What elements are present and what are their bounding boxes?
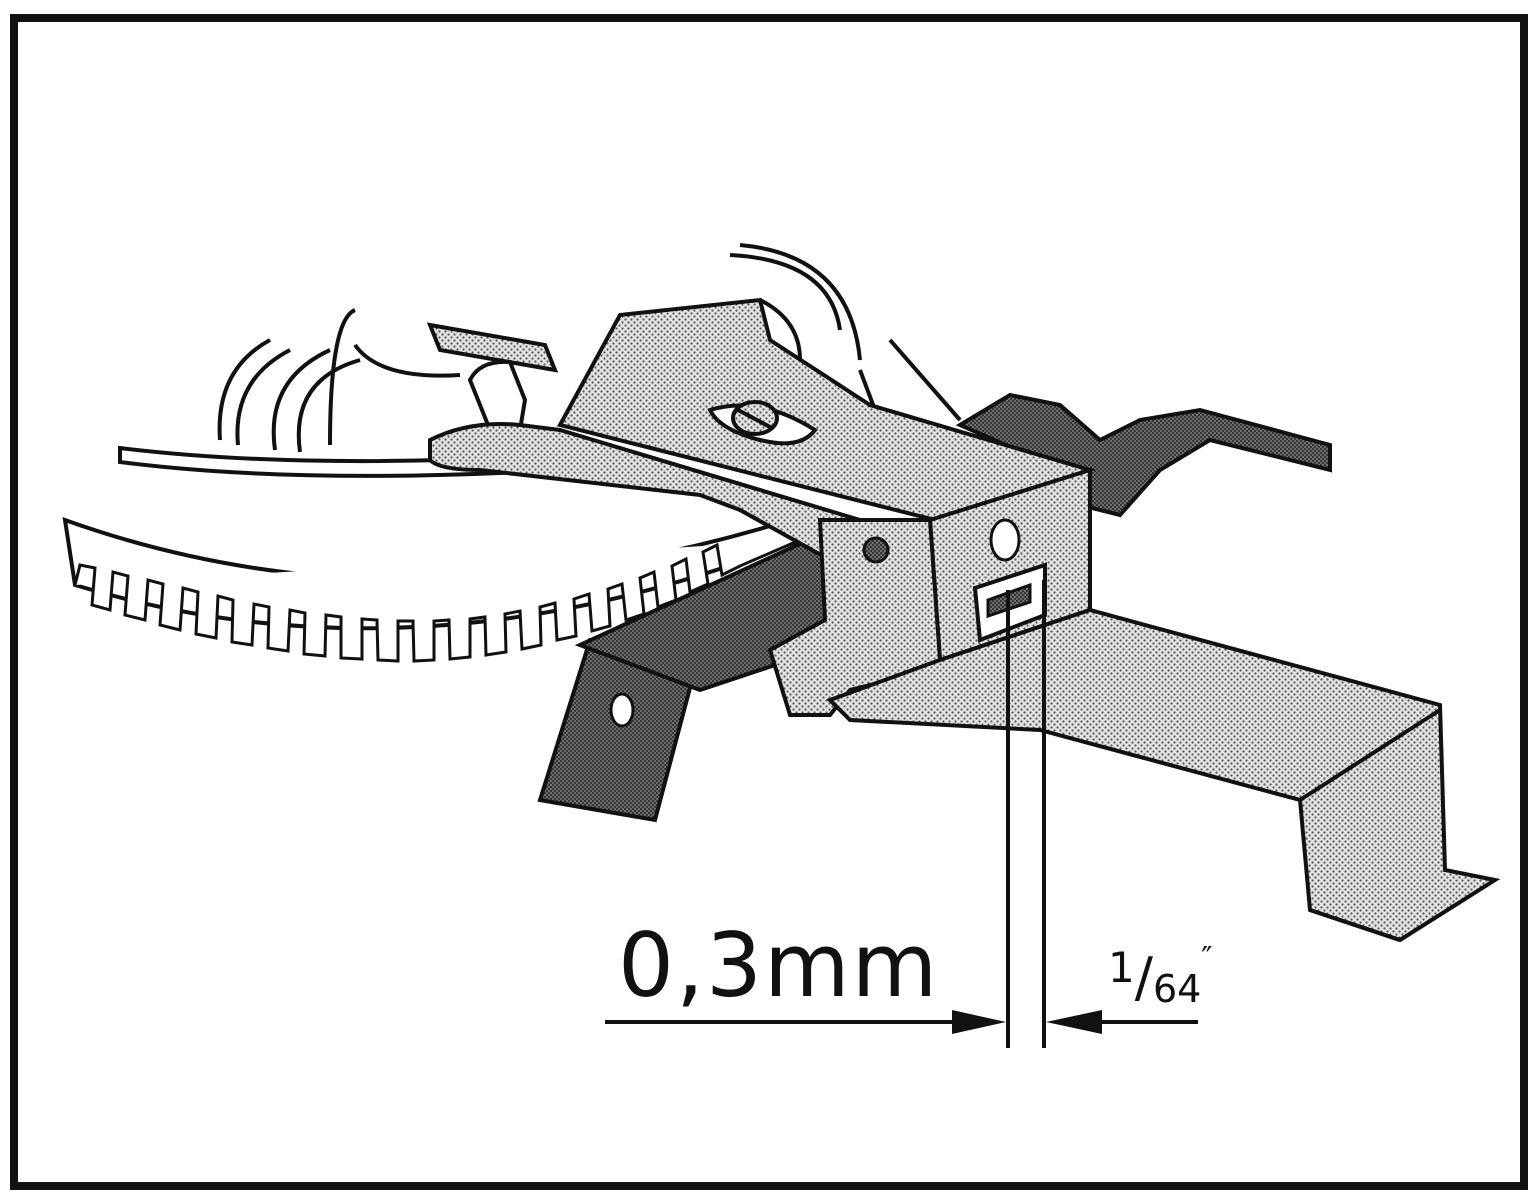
flange-rivet [862, 536, 890, 564]
dimension-arrows [952, 1010, 1102, 1034]
imperial-measurement-label: 1/64″ [1108, 941, 1213, 1011]
retaining-clip [426, 322, 559, 432]
metric-measurement-label: 0,3mm [618, 914, 940, 1017]
gear-teeth [73, 538, 801, 663]
inch-mark: ″ [1201, 941, 1213, 976]
fraction-slash: / [1134, 946, 1153, 1009]
dimension-lines [605, 580, 1198, 1048]
spring-coils-left [217, 308, 461, 453]
plate-hole [609, 692, 635, 728]
imperial-denominator: 64 [1152, 967, 1202, 1011]
spring-coils-right [729, 243, 962, 422]
slotted-screw [707, 400, 818, 446]
bracket-hole [989, 518, 1021, 562]
imperial-numerator: 1 [1108, 943, 1135, 992]
